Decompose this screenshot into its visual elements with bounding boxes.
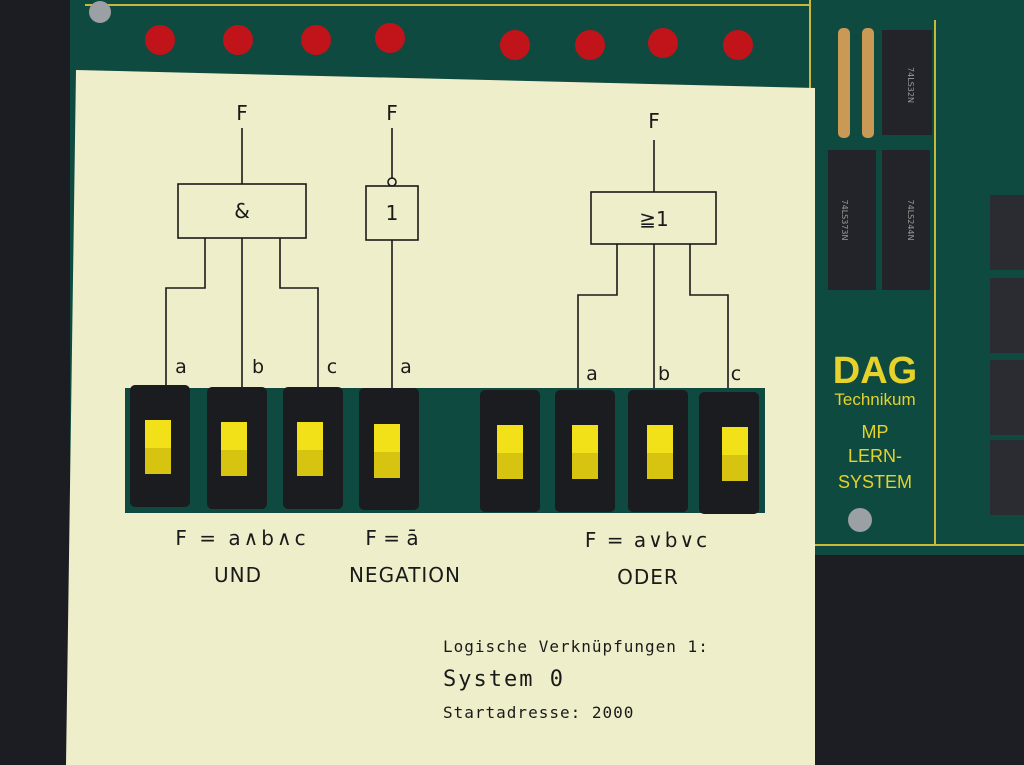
logic-diagram xyxy=(165,128,729,388)
switch-and-c[interactable] xyxy=(283,387,343,509)
or-formula: F = a∨b∨c xyxy=(585,528,709,552)
capacitor xyxy=(838,28,850,138)
led xyxy=(500,30,530,60)
switch-and-a[interactable] xyxy=(130,385,190,507)
switch-or-b[interactable] xyxy=(628,390,688,512)
led xyxy=(375,23,405,53)
and-gate-name: UND xyxy=(214,563,262,587)
or-gate-name: ODER xyxy=(617,565,679,589)
chip xyxy=(882,150,930,290)
brand-name: Technikum xyxy=(834,390,915,409)
chip xyxy=(882,30,932,135)
not-gate-symbol: 1 xyxy=(386,201,399,225)
keypad-key[interactable] xyxy=(990,278,1024,353)
and-gate-symbol: & xyxy=(234,199,250,223)
keypad-key[interactable] xyxy=(990,440,1024,515)
not-output-label: F xyxy=(386,101,398,125)
led xyxy=(223,25,253,55)
chip-label: 74LS32N xyxy=(906,67,915,103)
not-formula: F = ā xyxy=(365,526,418,550)
switch-or-c[interactable] xyxy=(699,392,759,514)
not-gate-name: NEGATION xyxy=(349,563,461,587)
product-line-2: LERN- xyxy=(848,446,902,466)
caption-title: Logische Verknüpfungen 1: xyxy=(443,637,709,656)
switch-row xyxy=(130,385,759,514)
switch-unused[interactable] xyxy=(480,390,540,512)
or-input-a: a xyxy=(586,363,598,385)
switch-or-a[interactable] xyxy=(555,390,615,512)
and-input-a: a xyxy=(175,356,187,378)
and-input-b: b xyxy=(252,356,264,378)
product-line-3: SYSTEM xyxy=(838,472,912,492)
or-input-b: b xyxy=(658,363,670,385)
led xyxy=(575,30,605,60)
and-formula: F = a∧b∧c xyxy=(175,526,308,550)
led xyxy=(648,28,678,58)
chip xyxy=(828,150,876,290)
or-input-c: c xyxy=(731,363,741,385)
not-input-a: a xyxy=(400,356,412,378)
case-background xyxy=(815,555,1024,765)
led xyxy=(301,25,331,55)
capacitor xyxy=(862,28,874,138)
or-output-label: F xyxy=(648,109,660,133)
led-row xyxy=(145,23,753,60)
and-output-label: F xyxy=(236,101,248,125)
and-input-c: c xyxy=(327,356,337,378)
screw-icon xyxy=(89,1,111,23)
led xyxy=(145,25,175,55)
caption-start-address: Startadresse: 2000 xyxy=(443,703,634,722)
chip-label: 74LS373N xyxy=(840,200,849,241)
chip-label: 74LS244N xyxy=(906,200,915,241)
switch-and-b[interactable] xyxy=(207,387,267,509)
keypad-key[interactable] xyxy=(990,195,1024,270)
product-line-1: MP xyxy=(862,422,889,442)
switch-not-a[interactable] xyxy=(359,388,419,510)
brand-logo: DAG xyxy=(833,350,917,392)
screw-icon xyxy=(848,508,872,532)
caption-system: System 0 xyxy=(443,667,565,692)
or-gate-symbol: ≧1 xyxy=(639,207,668,231)
keypad-key[interactable] xyxy=(990,360,1024,435)
led xyxy=(723,30,753,60)
